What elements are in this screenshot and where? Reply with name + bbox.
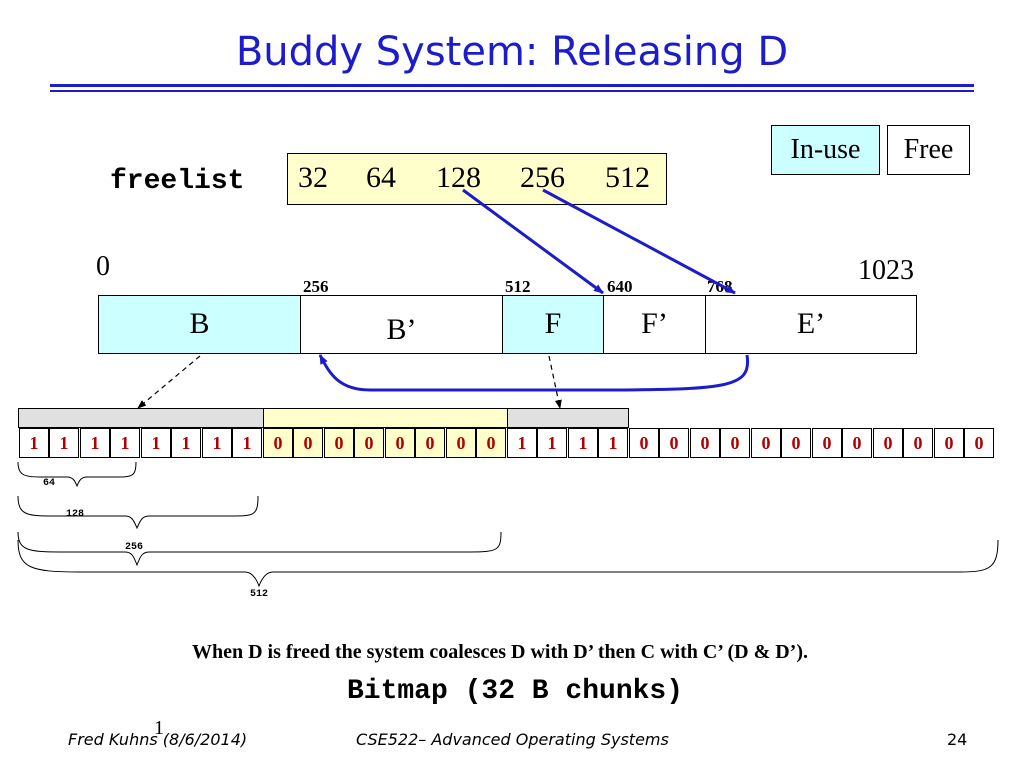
bitmap-cell: 1 xyxy=(49,428,79,458)
bitmap-cell: 0 xyxy=(903,428,933,458)
freelist-box xyxy=(287,153,667,205)
footer-course: CSE522– Advanced Operating Systems xyxy=(356,730,669,749)
bitmap-cell: 0 xyxy=(964,428,994,458)
stray-mark: 1 xyxy=(154,717,164,739)
title-rule-top xyxy=(50,84,974,87)
memory-block-b-buddy: B’ xyxy=(300,295,503,354)
freelist-value-32: 32 xyxy=(298,161,328,194)
bitmap-cell: 0 xyxy=(476,428,506,458)
memory-block-e-buddy: E’ xyxy=(705,295,917,354)
f-bitmap-pointer xyxy=(548,355,562,409)
title-rule-bottom xyxy=(50,90,974,92)
bitmap-cell: 0 xyxy=(629,428,659,458)
bitmap-cell: 1 xyxy=(80,428,110,458)
bitmap-group-f xyxy=(507,408,629,428)
address-512: 512 xyxy=(505,277,531,296)
b-bitmap-pointer xyxy=(137,355,201,409)
address-256: 256 xyxy=(303,277,329,296)
brace-256 xyxy=(17,531,502,567)
bitmap-cell: 0 xyxy=(842,428,872,458)
freelist-256-arrow xyxy=(542,188,736,295)
bitmap-cell: 1 xyxy=(141,428,171,458)
bitmap-cell: 1 xyxy=(537,428,567,458)
footer-author: Fred Kuhns (8/6/2014) xyxy=(68,730,248,749)
slide-title: Buddy System: Releasing D xyxy=(235,29,789,75)
brace-128 xyxy=(17,495,259,530)
bitmap-cell: 0 xyxy=(324,428,354,458)
legend-in-use: In-use xyxy=(771,125,880,175)
address-640: 640 xyxy=(607,277,633,296)
bitmap-cell: 0 xyxy=(751,428,781,458)
bitmap-cell: 0 xyxy=(263,428,293,458)
bitmap-cell: 1 xyxy=(507,428,537,458)
bitmap-cell: 0 xyxy=(720,428,750,458)
bitmap-cell: 0 xyxy=(293,428,323,458)
e-buddy-to-b-buddy-arrow xyxy=(318,354,750,392)
memory-block-b: B xyxy=(98,295,301,354)
brace-label-512: 512 xyxy=(250,589,269,600)
brace-label-64: 64 xyxy=(43,478,56,489)
bitmap-cell: 1 xyxy=(232,428,262,458)
freelist-value-64: 64 xyxy=(366,161,396,194)
freelist-label: freelist xyxy=(110,166,245,197)
freelist-value-128: 128 xyxy=(436,161,481,194)
bitmap-cell: 1 xyxy=(110,428,140,458)
bitmap-cell: 0 xyxy=(385,428,415,458)
brace-512 xyxy=(17,539,999,588)
memory-block-f-buddy: F’ xyxy=(603,295,706,354)
bitmap-cell: 1 xyxy=(598,428,628,458)
brace-label-256: 256 xyxy=(125,542,144,553)
freelist-value-512: 512 xyxy=(605,161,650,194)
brace-label-128: 128 xyxy=(66,509,85,520)
bitmap-cell: 1 xyxy=(202,428,232,458)
bitmap-cell: 0 xyxy=(415,428,445,458)
memory-block-f: F xyxy=(502,295,604,354)
bitmap-cell: 1 xyxy=(171,428,201,458)
freelist-128-arrow xyxy=(462,188,604,295)
bitmap-cell: 0 xyxy=(934,428,964,458)
bitmap-cell: 0 xyxy=(446,428,476,458)
memory-start-label: 0 xyxy=(96,251,110,282)
bitmap-cell: 1 xyxy=(19,428,49,458)
bitmap-cell: 1 xyxy=(568,428,598,458)
footer-page-number: 24 xyxy=(947,730,968,749)
bitmap-cell: 0 xyxy=(354,428,384,458)
bitmap-cell: 0 xyxy=(873,428,903,458)
bitmap-cell: 0 xyxy=(659,428,689,458)
bitmap-cell: 0 xyxy=(812,428,842,458)
caption: When D is freed the system coalesces D w… xyxy=(191,641,808,663)
brace-64 xyxy=(17,461,137,488)
bitmap-label: Bitmap (32 B chunks) xyxy=(346,676,684,707)
bitmap-cell: 0 xyxy=(690,428,720,458)
legend-free: Free xyxy=(887,125,970,175)
freelist-value-256: 256 xyxy=(520,161,565,194)
bitmap-cell: 0 xyxy=(781,428,811,458)
memory-end-label: 1023 xyxy=(858,255,914,286)
